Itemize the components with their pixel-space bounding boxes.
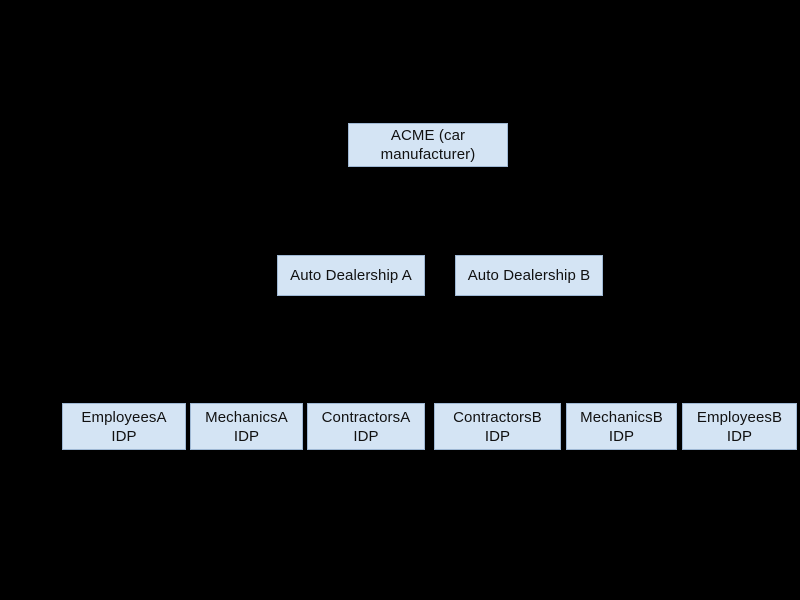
edge-dealership-b-to-contractors-b-idp-seg3 (497, 349, 499, 403)
node-label-dealership-b: Auto Dealership B (467, 267, 591, 284)
edge-dealership-a-to-mechanics-a-idp-seg2 (246, 349, 351, 351)
edge-dealership-b-to-contractors-b-idp-seg2 (497, 349, 529, 351)
node-label-acme: ACME (car manufacturer) (380, 127, 476, 163)
node-dealership-b[interactable]: Auto Dealership B (455, 255, 603, 296)
edge-acme-to-dealership-a-seg2 (351, 211, 428, 212)
node-contractors-b-idp[interactable]: ContractorsB IDP (434, 403, 561, 450)
edge-acme-to-dealership-a-seg3 (351, 211, 352, 255)
edge-dealership-b-to-mechanics-b-idp-seg3 (621, 349, 623, 403)
edge-dealership-a-to-mechanics-a-idp-seg3 (246, 349, 248, 403)
edge-dealership-b-to-employees-b-idp-seg1 (529, 296, 530, 350)
node-label-dealership-a: Auto Dealership A (290, 267, 412, 284)
node-label-contractors-a-idp: ContractorsA IDP (321, 408, 411, 445)
edge-dealership-a-to-employees-a-idp-seg3 (124, 349, 125, 403)
node-label-employees-a-idp: EmployeesA IDP (81, 408, 167, 445)
edge-dealership-a-to-contractors-a-idp-seg1 (351, 296, 352, 350)
node-label-mechanics-a-idp: MechanicsA IDP (205, 408, 288, 445)
node-acme[interactable]: ACME (car manufacturer) (348, 123, 508, 167)
node-employees-b-idp[interactable]: EmployeesB IDP (682, 403, 797, 450)
edge-dealership-a-to-contractors-a-idp-seg3 (366, 349, 367, 403)
node-mechanics-b-idp[interactable]: MechanicsB IDP (566, 403, 677, 450)
node-mechanics-a-idp[interactable]: MechanicsA IDP (190, 403, 303, 450)
edge-dealership-a-to-employees-a-idp-seg2 (124, 349, 351, 351)
node-label-contractors-b-idp: ContractorsB IDP (453, 408, 542, 445)
edge-acme-to-dealership-b-seg3 (529, 211, 530, 255)
node-dealership-a[interactable]: Auto Dealership A (277, 255, 425, 296)
edge-acme-to-dealership-b-seg2 (428, 211, 529, 212)
node-employees-a-idp[interactable]: EmployeesA IDP (62, 403, 186, 450)
node-contractors-a-idp[interactable]: ContractorsA IDP (307, 403, 425, 450)
edge-dealership-b-to-employees-b-idp-seg3 (739, 349, 741, 403)
edge-dealership-b-to-employees-b-idp-seg2 (529, 349, 740, 351)
node-label-mechanics-b-idp: MechanicsB IDP (580, 408, 663, 445)
edge-dealership-a-to-contractors-a-idp-seg2 (351, 349, 366, 351)
node-label-employees-b-idp: EmployeesB IDP (696, 408, 783, 445)
edge-acme-to-dealership-b-seg1 (428, 167, 429, 211)
